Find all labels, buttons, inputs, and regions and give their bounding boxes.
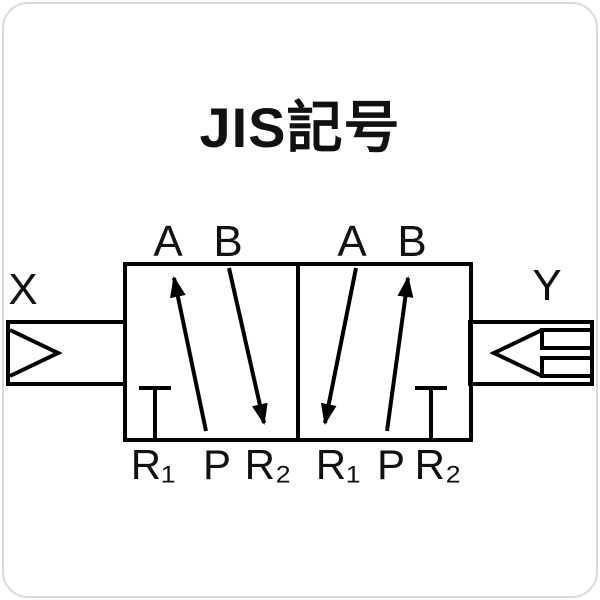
port-label-a-position1: A [153,217,183,266]
pilot-label-x: X [8,265,38,314]
pilot-triangle-right [489,328,543,378]
pilot-box-left [6,320,127,386]
pilot-triangle-left [9,328,63,378]
pilot-box-right [468,320,594,386]
flow-arrow-a-to-r1-position2 [320,267,358,425]
pilot-label-y: Y [532,261,562,310]
flow-arrow-p-to-a-position1 [170,276,208,432]
port-label-r2-position2: R₂ [414,441,462,488]
port-label-b-position2: B [397,217,427,266]
port-label-p-position2: P [376,441,406,488]
port-label-r1-position2: R₁ [315,441,361,488]
port-label-b-position1: B [213,217,243,266]
pilot-notch-top-right [540,328,594,350]
port-label-r2-position1: R₂ [244,441,292,488]
pilot-notch-bottom-right [540,356,594,378]
flow-arrow-b-to-r2-position1 [227,267,268,425]
port-label-p-position1: P [202,441,232,488]
diagram-title: JIS記号 [199,96,401,159]
flow-arrow-p-to-b-position2 [385,276,414,432]
port-label-r1-position1: R₁ [130,441,176,488]
port-label-a-position2: A [337,217,367,266]
